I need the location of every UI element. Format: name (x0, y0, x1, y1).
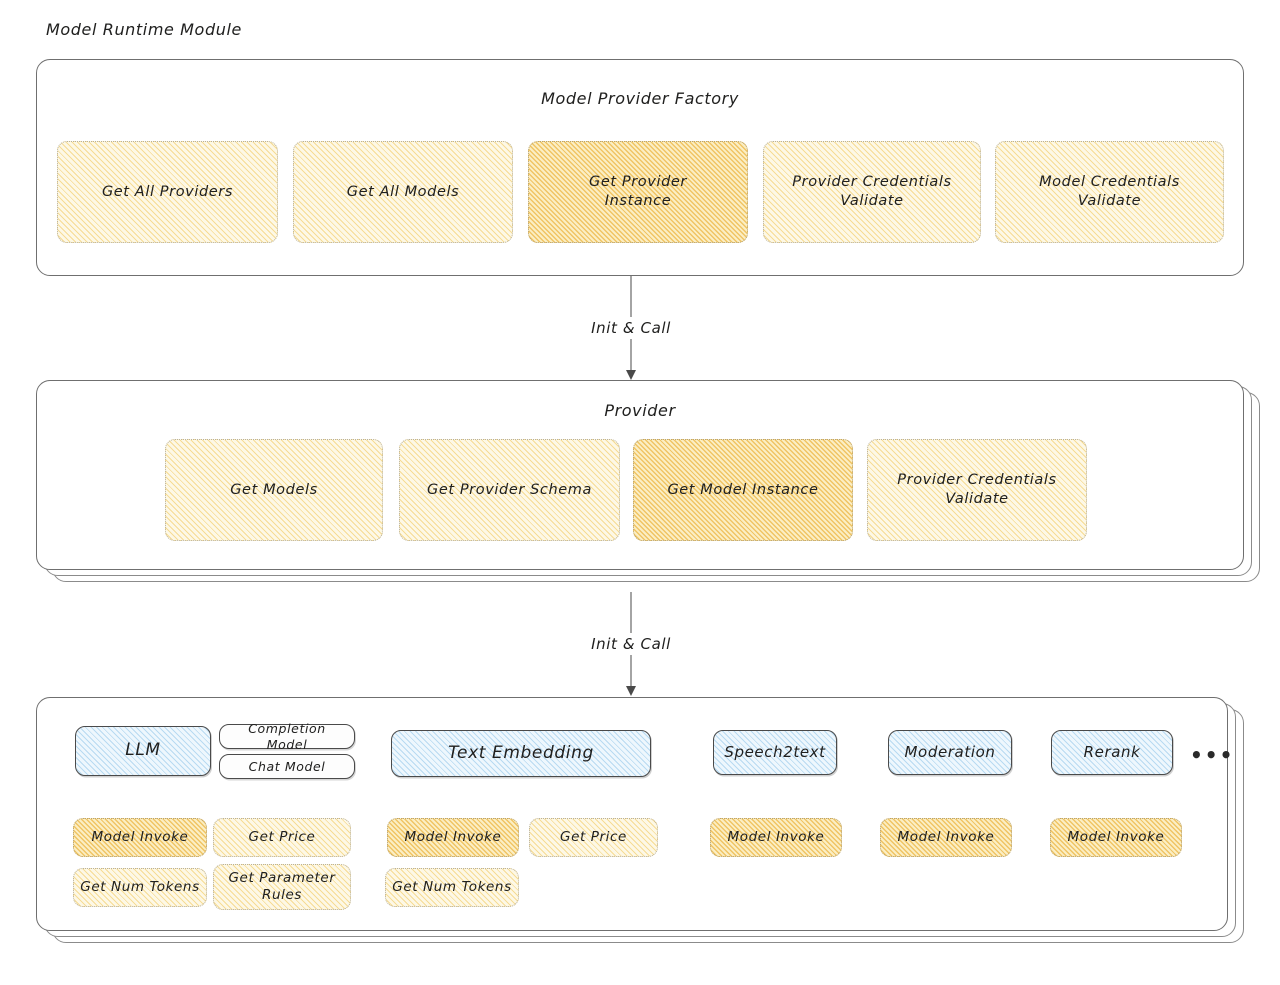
box-text-embedding[interactable]: Text Embedding (391, 730, 651, 777)
box-get-all-providers[interactable]: Get All Providers (57, 141, 278, 243)
box-moderation-model-invoke[interactable]: Model Invoke (880, 818, 1012, 857)
connector-label-init-and-call: Init & Call (581, 317, 681, 339)
box-provider-credentials-validate-2[interactable]: Provider Credentials Validate (867, 439, 1087, 541)
box-llm-get-parameter-rules[interactable]: Get Parameter Rules (213, 864, 351, 910)
connector-provider-to-model-types: Init & Call (566, 592, 696, 696)
box-speech2text[interactable]: Speech2text (713, 730, 837, 775)
box-text-embedding-get-price[interactable]: Get Price (529, 818, 658, 857)
box-llm-get-num-tokens[interactable]: Get Num Tokens (73, 868, 207, 907)
box-llm-get-price[interactable]: Get Price (213, 818, 351, 857)
group-title-provider: Provider (604, 401, 676, 420)
page-title: Model Runtime Module (46, 20, 242, 39)
box-rerank[interactable]: Rerank (1051, 730, 1173, 775)
box-speech2text-model-invoke[interactable]: Model Invoke (710, 818, 842, 857)
group-model-provider-factory: Model Provider Factory Get All Providers… (36, 59, 1244, 276)
box-chat-model[interactable]: Chat Model (219, 754, 355, 779)
group-title-model-provider-factory: Model Provider Factory (541, 89, 739, 108)
box-moderation[interactable]: Moderation (888, 730, 1012, 775)
box-rerank-model-invoke[interactable]: Model Invoke (1050, 818, 1182, 857)
more-model-types-ellipsis: ••• (1190, 743, 1235, 767)
box-llm[interactable]: LLM (75, 726, 211, 776)
arrowhead-icon (626, 370, 636, 380)
box-get-models[interactable]: Get Models (165, 439, 383, 541)
box-get-model-instance[interactable]: Get Model Instance (633, 439, 853, 541)
group-model-types: LLM Completion Model Chat Model Model In… (36, 697, 1232, 931)
connector-label-init-and-call-2: Init & Call (581, 633, 681, 655)
box-completion-model[interactable]: Completion Model (219, 721, 355, 752)
connector-factory-to-provider: Init & Call (566, 276, 696, 380)
box-provider-credentials-validate[interactable]: Provider Credentials Validate (763, 141, 981, 243)
box-get-all-models[interactable]: Get All Models (293, 141, 513, 243)
group-provider: Provider Get Models Get Provider Schema … (36, 380, 1244, 570)
arrowhead-icon (626, 686, 636, 696)
box-model-credentials-validate[interactable]: Model Credentials Validate (995, 141, 1224, 243)
box-get-provider-instance[interactable]: Get Provider Instance (528, 141, 748, 243)
box-text-embedding-get-num-tokens[interactable]: Get Num Tokens (385, 868, 519, 907)
box-text-embedding-model-invoke[interactable]: Model Invoke (387, 818, 519, 857)
box-get-provider-schema[interactable]: Get Provider Schema (399, 439, 620, 541)
box-llm-model-invoke[interactable]: Model Invoke (73, 818, 207, 857)
